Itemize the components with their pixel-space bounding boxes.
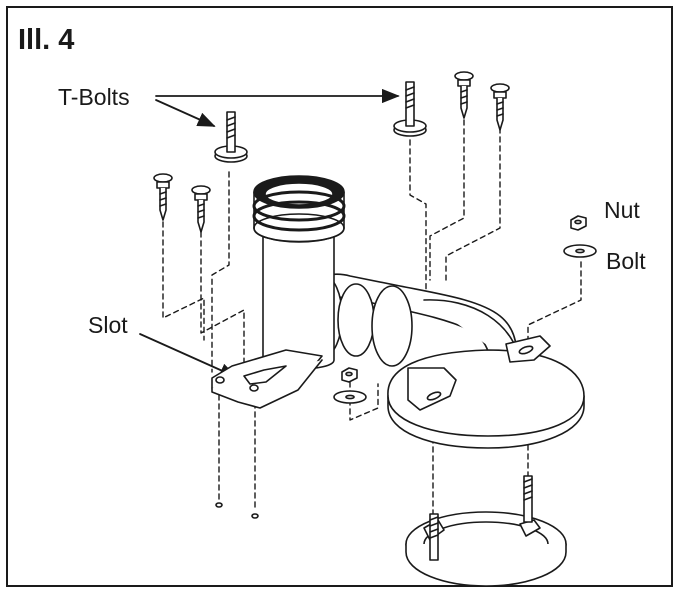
illustration-title: Ill. 4 [18,24,75,56]
mounting-bracket [211,349,323,409]
t-bolt-left [214,111,248,163]
t-bolts-label: T-Bolts [58,84,130,110]
end-markers [215,502,259,519]
screw-4 [490,83,510,131]
t-bolt-right [393,81,427,137]
closet-flange [387,335,585,449]
screw-1 [153,173,173,221]
assembly-dashed-lines [162,119,582,521]
screw-2 [191,185,211,233]
middle-nut [341,367,358,383]
slot-label: Slot [88,312,128,338]
screw-3 [454,71,474,119]
nut-label: Nut [604,197,640,223]
ring-bolts [429,475,533,561]
bolt-label: Bolt [606,248,646,274]
tbolts-leader-lines [155,88,400,127]
slot-leader-line [139,333,238,378]
vertical-pipe [252,175,346,370]
washer-part [563,244,597,258]
nut-part [570,215,587,231]
floor-ring [405,511,567,587]
middle-washer [333,390,367,404]
